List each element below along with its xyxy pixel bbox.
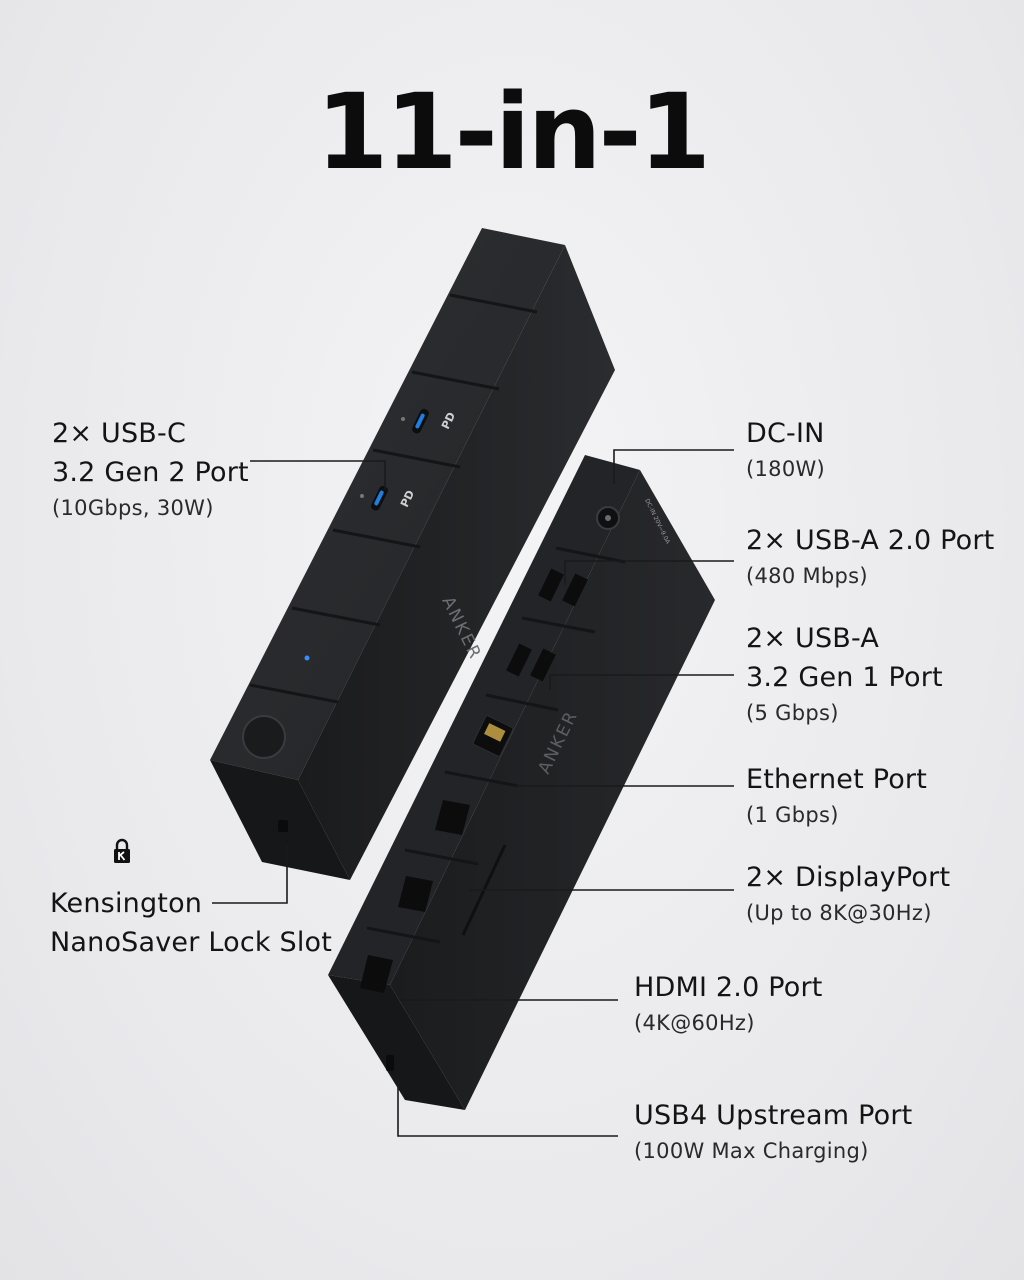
callout-displayport-line1: 2× DisplayPort: [746, 862, 951, 893]
callout-usb-c-line2: 3.2 Gen 2 Port: [52, 457, 249, 488]
left-dock: PD PD ANKER: [210, 228, 615, 880]
callout-usb-a-3-detail: (5 Gbps): [746, 701, 839, 725]
callout-usb-a-2-line1: 2× USB-A 2.0 Port: [746, 525, 995, 556]
callout-dc-in-detail: (180W): [746, 457, 826, 481]
right-dock-end-face: [328, 975, 465, 1110]
callout-ethernet: Ethernet Port (1 Gbps): [746, 766, 927, 826]
status-led-icon: [304, 655, 310, 661]
callout-hdmi-detail: (4K@60Hz): [634, 1011, 755, 1035]
left-dock-front-face: [210, 228, 565, 780]
right-dock-side-face: [390, 470, 715, 1110]
callout-usb-a-3-line2: 3.2 Gen 1 Port: [746, 662, 943, 693]
hdmi-port-icon: [360, 955, 393, 993]
usb-a-port-icon: [538, 568, 564, 602]
callout-displayport: 2× DisplayPort (Up to 8K@30Hz): [746, 864, 950, 924]
callout-usb4-line1: USB4 Upstream Port: [634, 1100, 913, 1131]
callout-usb-a-2: 2× USB-A 2.0 Port (480 Mbps): [746, 527, 994, 587]
callout-usb-c-line1: 2× USB-C: [52, 418, 187, 449]
usb4-port-icon: [386, 1055, 394, 1071]
callout-dc-in: DC-IN (180W): [746, 420, 825, 480]
callout-usb-c-detail: (10Gbps, 30W): [52, 496, 214, 520]
callout-kensington: Kensington NanoSaver Lock Slot: [50, 890, 332, 968]
kensington-lock-icon: [114, 838, 130, 863]
kensington-slot-icon: [278, 820, 288, 832]
callout-leader-lines: [212, 449, 734, 1137]
power-button-icon: [242, 715, 286, 759]
callout-usb4: USB4 Upstream Port (100W Max Charging): [634, 1102, 912, 1162]
usb-a-port-icon: [530, 648, 556, 682]
callout-ethernet-line1: Ethernet Port: [746, 764, 928, 795]
right-dock: DC-IN 20V⎓9.0A ANKER: [328, 455, 715, 1110]
usb-a-port-icon: [562, 573, 588, 607]
callout-displayport-detail: (Up to 8K@30Hz): [746, 901, 932, 925]
callout-dc-in-line1: DC-IN: [746, 418, 825, 449]
callout-ethernet-detail: (1 Gbps): [746, 803, 839, 827]
callout-hdmi-line1: HDMI 2.0 Port: [634, 972, 823, 1003]
callout-usb-c: 2× USB-C 3.2 Gen 2 Port (10Gbps, 30W): [52, 420, 249, 519]
displayport-icon: [435, 800, 470, 835]
callout-kensington-line2: NanoSaver Lock Slot: [50, 927, 333, 958]
callout-usb-a-3-line1: 2× USB-A: [746, 623, 880, 654]
callout-kensington-line1: Kensington: [50, 888, 203, 919]
callout-usb-a-2-detail: (480 Mbps): [746, 564, 868, 588]
displayport-icon: [398, 876, 433, 912]
left-dock-side-face: [298, 245, 615, 880]
callout-usb-a-3: 2× USB-A 3.2 Gen 1 Port (5 Gbps): [746, 625, 943, 724]
page-title: 11-in-1: [315, 71, 711, 193]
callout-usb4-detail: (100W Max Charging): [634, 1139, 869, 1163]
callout-hdmi: HDMI 2.0 Port (4K@60Hz): [634, 974, 823, 1034]
usb-a-port-icon: [506, 643, 532, 677]
